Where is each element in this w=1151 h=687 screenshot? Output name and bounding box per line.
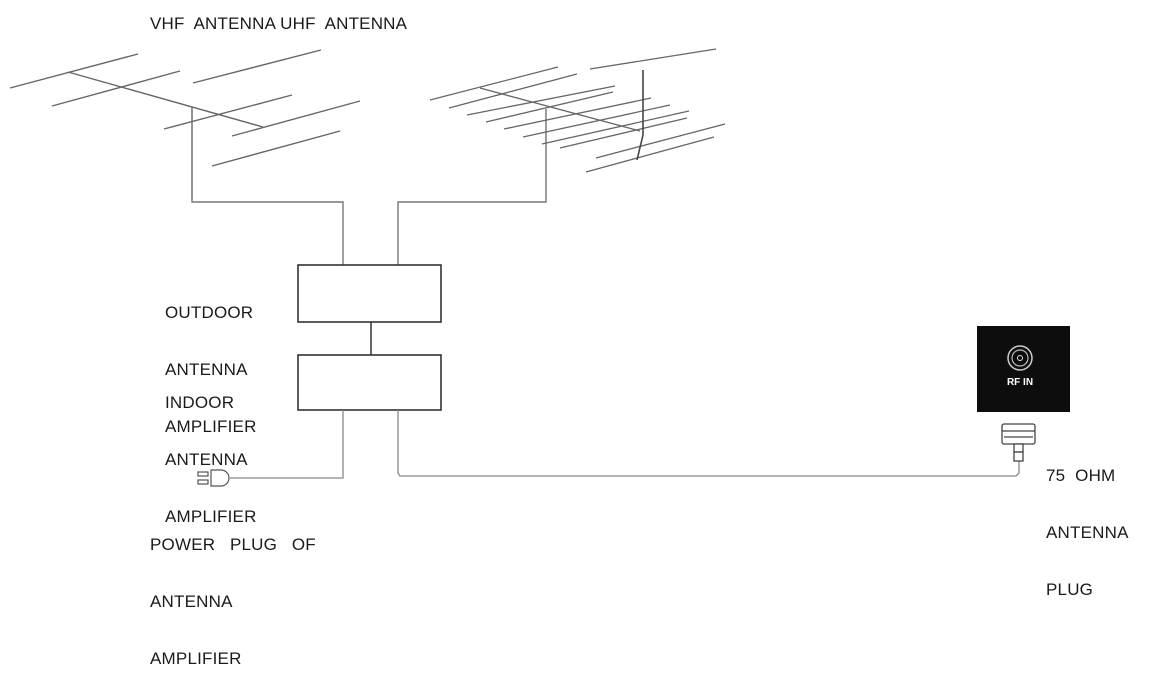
power-plug-label: POWER PLUG OF ANTENNA AMPLIFIER (150, 535, 316, 668)
power-cable (230, 410, 344, 479)
indoor-amplifier-label: INDOOR ANTENNA AMPLIFIER (165, 393, 257, 526)
diagram-title: VHF ANTENNA UHF ANTENNA (150, 14, 408, 33)
outdoor-amplifier-label: OUTDOOR ANTENNA AMPLIFIER (165, 303, 257, 436)
uhf-antenna-icon (429, 48, 726, 200)
tv-rf-input-panel: RF IN (977, 326, 1070, 412)
antenna-plug-label: 75 OHM ANTENNA PLUG (1046, 466, 1129, 599)
vhf-antenna-icon (9, 49, 361, 200)
antenna-plug-icon (1001, 423, 1036, 462)
antenna-cables (191, 200, 547, 265)
outdoor-amplifier-box (297, 264, 442, 323)
coax-socket-icon (1007, 345, 1033, 371)
power-plug-icon (197, 469, 230, 487)
signal-cable (397, 410, 1020, 477)
rf-in-label: RF IN (1007, 377, 1033, 388)
indoor-amplifier-box (297, 354, 442, 411)
antenna-wiring-diagram: RF IN (9, 48, 1070, 487)
